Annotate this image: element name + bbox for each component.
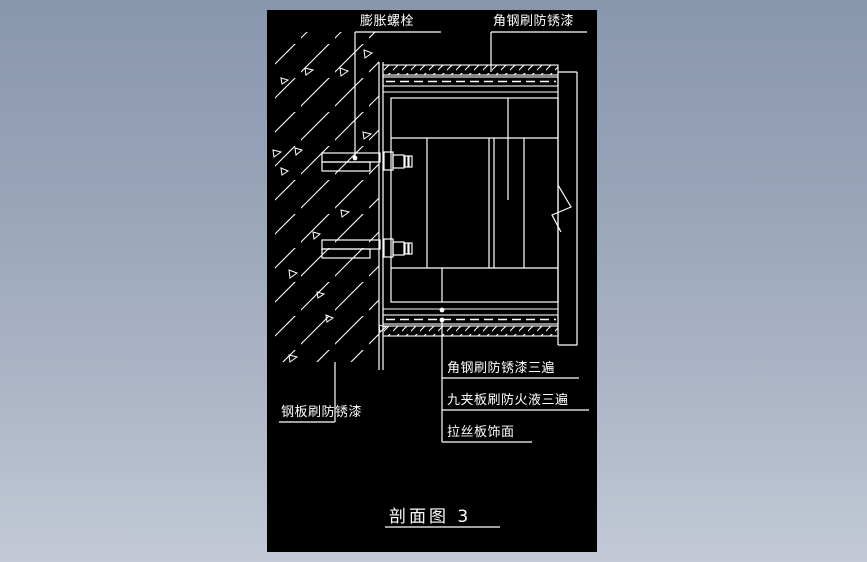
label-angle-steel-antirust: 角钢刷防锈漆 <box>493 14 575 29</box>
leader-expansion-bolt <box>352 31 441 161</box>
leader-callout-stack <box>439 307 589 443</box>
top-band-assembly <box>382 64 559 99</box>
leader-steel-plate <box>279 362 336 423</box>
label-expansion-bolt: 膨胀螺栓 <box>360 14 415 29</box>
drawing-title: 剖面图 3 <box>389 507 472 527</box>
leader-angle-steel-top <box>490 31 587 72</box>
callout-angle-steel-3coats: 角钢刷防锈漆三遍 <box>447 361 556 376</box>
right-board-outline <box>557 71 578 346</box>
expansion-bolt-lower[interactable] <box>321 238 413 259</box>
core-panel-outline <box>390 97 559 303</box>
cad-vector-drawing <box>272 31 589 528</box>
wall-hatch-region <box>272 32 388 363</box>
break-line-symbol <box>551 184 572 233</box>
cad-drawing-canvas[interactable]: 膨胀螺栓 角钢刷防锈漆 钢板刷防锈漆 角钢刷防锈漆三遍 九夹板刷防火液三遍 拉丝… <box>267 10 597 552</box>
wall-face-edges <box>378 62 384 370</box>
expansion-bolt-upper[interactable] <box>321 151 413 172</box>
core-stub-lines <box>441 98 509 302</box>
bottom-band-assembly <box>382 301 559 337</box>
label-steel-plate-antirust: 钢板刷防锈漆 <box>281 405 363 420</box>
callout-plywood-fireproof-3coats: 九夹板刷防火液三遍 <box>447 393 569 408</box>
callout-brushed-panel-finish: 拉丝板饰面 <box>447 425 515 440</box>
